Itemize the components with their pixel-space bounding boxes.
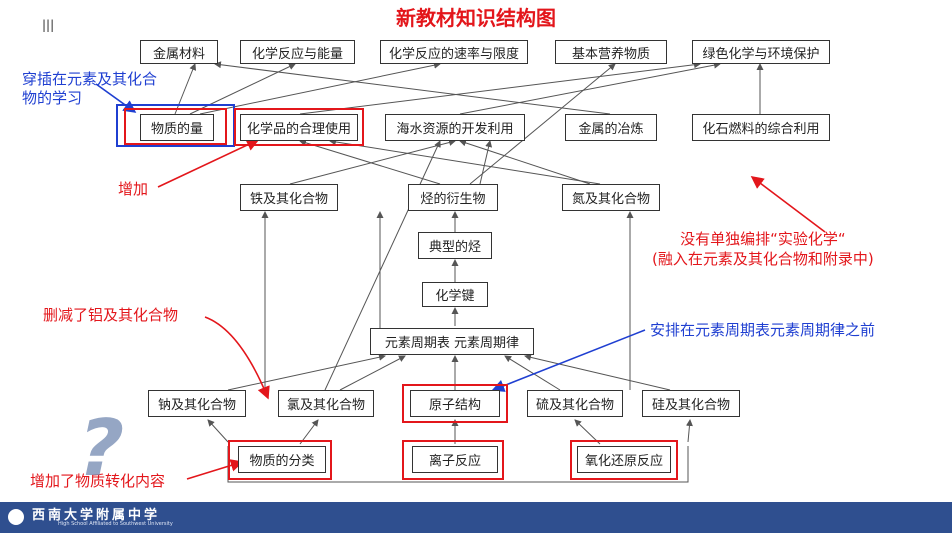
school-logo-icon (6, 507, 26, 527)
box-green-chem: 绿色化学与环境保护 (692, 40, 830, 64)
footer-bar: 西南大学附属中学 High School Affiliated to South… (0, 502, 952, 533)
box-iron: 铁及其化合物 (240, 184, 338, 211)
box-metal-materials: 金属材料 (140, 40, 218, 64)
highlight-chem-safe-use (234, 108, 364, 146)
box-fossil-fuel: 化石燃料的综合利用 (692, 114, 830, 141)
note-interspersed: 穿插在元素及其化合 物的学习 (22, 70, 158, 107)
box-periodic: 元素周期表 元素周期律 (370, 328, 534, 355)
note-arranged-before: 安排在元素周期表元素周期律之前 (650, 321, 876, 339)
box-ionic-reaction: 离子反应 (412, 446, 498, 473)
box-typical-hc: 典型的烃 (418, 232, 492, 259)
box-classification: 物质的分类 (238, 446, 326, 473)
box-hydrocarbon-deriv: 烃的衍生物 (408, 184, 498, 211)
box-chlorine: 氯及其化合物 (278, 390, 374, 417)
box-reaction-energy: 化学反应与能量 (240, 40, 355, 64)
note-added-conversion: 增加了物质转化内容 (30, 472, 166, 490)
corner-mark: ||| (42, 18, 55, 32)
box-chem-safe-use: 化学品的合理使用 (240, 114, 358, 141)
box-nitrogen: 氮及其化合物 (562, 184, 660, 211)
note-added: 增加 (118, 180, 149, 198)
box-basic-nutrients: 基本营养物质 (555, 40, 667, 64)
box-metal-smelting: 金属的冶炼 (565, 114, 657, 141)
note-removed-al: 删减了铝及其化合物 (43, 306, 179, 324)
box-atomic-structure: 原子结构 (410, 390, 500, 417)
highlight-classification (228, 440, 332, 480)
box-silicon: 硅及其化合物 (642, 390, 740, 417)
box-sodium: 钠及其化合物 (148, 390, 246, 417)
footer-school-name: 西南大学附属中学 (32, 508, 161, 523)
highlight-amount-substance-red (124, 108, 227, 145)
highlight-atomic-structure (402, 384, 508, 423)
box-chem-bond: 化学键 (422, 282, 488, 307)
highlight-ionic-reaction (402, 440, 504, 480)
box-reaction-rate: 化学反应的速率与限度 (380, 40, 528, 64)
highlight-redox (570, 440, 678, 480)
box-amount-substance: 物质的量 (140, 114, 214, 141)
box-seawater: 海水资源的开发利用 (385, 114, 525, 141)
footer-school-name-en: High School Affiliated to Southwest Univ… (58, 521, 173, 527)
box-sulfur: 硫及其化合物 (527, 390, 623, 417)
page-title: 新教材知识结构图 (396, 6, 556, 30)
note-no-lab: 没有单独编排“实验化学“ (融入在元素及其化合物和附录中) (652, 230, 874, 268)
box-redox: 氧化还原反应 (577, 446, 671, 473)
